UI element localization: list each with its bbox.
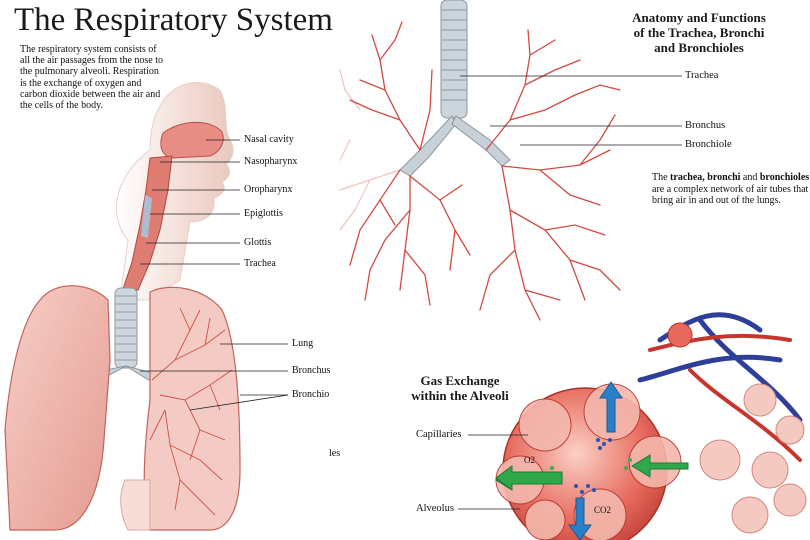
label-capillaries: Capillaries: [416, 429, 462, 440]
gas-exchange-heading: Gas Exchange within the Alveoli: [405, 373, 515, 403]
anatomy-heading-line-1: Anatomy and Functions: [604, 10, 794, 25]
intro-paragraph: The respiratory system consists of all t…: [20, 44, 168, 111]
anatomy-heading-line-2: of the Trachea, Bronchi: [604, 25, 794, 40]
desc-term-2: bronchioles: [760, 172, 809, 183]
label-bronchus: Bronchus: [685, 120, 725, 131]
anatomy-leader-lines: [460, 76, 682, 145]
desc-mid: and: [740, 172, 759, 183]
label-oropharynx: Oropharynx: [244, 184, 292, 195]
label-nasal-cavity: Nasal cavity: [244, 134, 294, 145]
label-lung: Lung: [292, 338, 313, 349]
label-trachea: Trachea: [685, 70, 718, 81]
anatomy-heading-line-3: and Bronchioles: [604, 40, 794, 55]
label-bronchiole-left: Bronchio: [292, 389, 329, 400]
anatomy-heading: Anatomy and Functions of the Trachea, Br…: [604, 10, 794, 55]
label-co2: CO2: [594, 505, 611, 515]
anatomy-description: The trachea, bronchi and bronchioles are…: [652, 172, 810, 207]
label-bronchiole: Bronchiole: [685, 139, 732, 150]
gas-heading-line-1: Gas Exchange: [405, 373, 515, 388]
gas-heading-line-2: within the Alveoli: [405, 388, 515, 403]
alveoli-drawing: [496, 315, 806, 540]
label-o2: O2: [524, 455, 535, 465]
label-epiglottis: Epiglottis: [244, 208, 283, 219]
label-bronchus-left: Bronchus: [292, 365, 330, 376]
label-fragment: les: [329, 448, 340, 459]
label-trachea-left: Trachea: [244, 258, 276, 269]
bronchial-tree-drawing: [340, 0, 620, 320]
label-glottis: Glottis: [244, 237, 271, 248]
desc-term-1: trachea, bronchi: [670, 172, 740, 183]
page-title: The Respiratory System: [14, 2, 333, 39]
label-nasopharynx: Nasopharynx: [244, 156, 297, 167]
desc-pre: The: [652, 172, 670, 183]
desc-post: are a complex network of air tubes that …: [652, 184, 808, 207]
label-alveolus: Alveolus: [416, 503, 454, 514]
